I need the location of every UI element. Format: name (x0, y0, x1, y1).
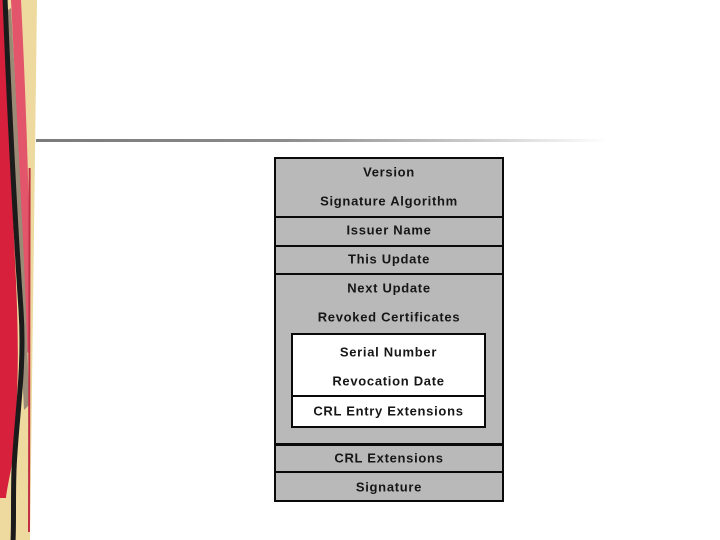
horizontal-divider-line (36, 139, 651, 142)
crl-field-next-update: Next Update (347, 280, 431, 296)
crl-field-issuer-name: Issuer Name (346, 222, 432, 238)
section-divider (276, 443, 502, 446)
crl-field-revoked-certificates: Revoked Certificates (317, 309, 461, 325)
strip-black-stroke (2, 0, 25, 540)
row-divider (293, 395, 484, 397)
brush-stroke-art (0, 0, 37, 540)
row-divider (276, 273, 502, 275)
strip-pink-shape (11, 0, 30, 354)
crl-field-signature: Signature (355, 479, 423, 495)
crl-field-this-update: This Update (347, 251, 431, 267)
row-divider (276, 245, 502, 247)
crl-format-diagram: Version Signature Algorithm Issuer Name … (274, 157, 504, 502)
row-divider (276, 471, 502, 473)
crl-field-crl-extensions: CRL Extensions (334, 450, 444, 466)
crl-field-version: Version (363, 164, 415, 180)
crl-field-signature-algorithm: Signature Algorithm (320, 193, 458, 209)
crl-field-serial-number: Serial Number (339, 344, 438, 360)
crl-field-revocation-date: Revocation Date (332, 373, 445, 389)
crl-field-crl-entry-extensions: CRL Entry Extensions (313, 403, 464, 419)
strip-edge-red-line (28, 168, 31, 532)
strip-red-shape (0, 0, 18, 498)
revoked-certificate-entry-box: Serial Number Revocation Date CRL Entry … (291, 333, 486, 428)
decorative-left-strip (0, 0, 38, 540)
row-divider (276, 216, 502, 218)
